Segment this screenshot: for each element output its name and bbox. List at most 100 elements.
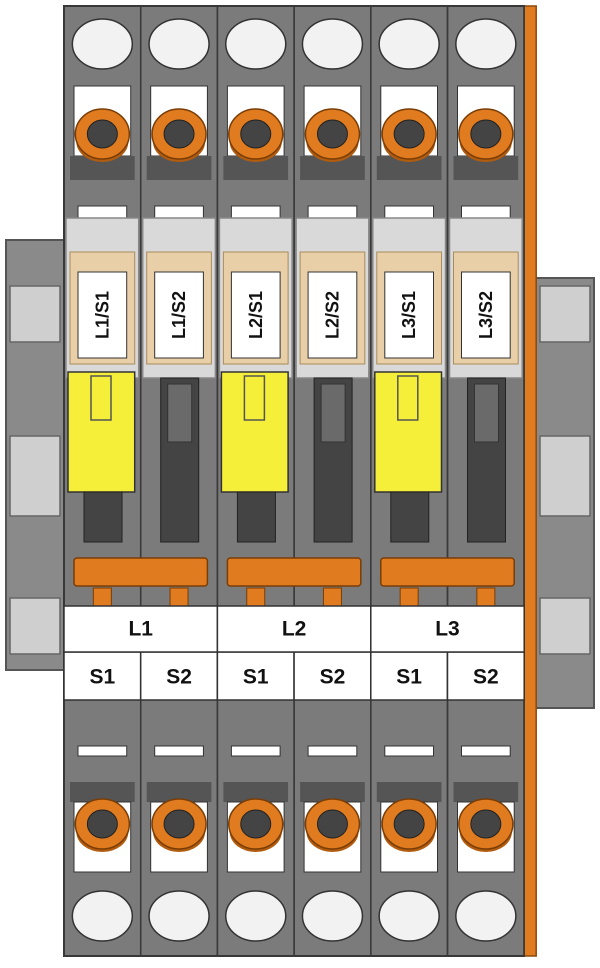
rail-window-left-top: [9, 285, 61, 343]
sub-label-4: S2: [320, 666, 346, 689]
top-probe-opening: [455, 18, 517, 70]
group-label-1: L1: [128, 618, 153, 641]
group-2: L2: [216, 557, 372, 653]
sub-label-2: S2: [166, 666, 192, 689]
end-plate: [523, 5, 537, 957]
bottom-marker-slot: [154, 745, 204, 757]
fuse-label-card: [154, 271, 204, 359]
jumper-bridge: [226, 557, 362, 587]
fuse-indicator-window: [243, 375, 266, 421]
top-marker-slot: [77, 205, 128, 219]
top-marker-slot: [307, 205, 358, 219]
terminal-label-6: L3/S2: [476, 291, 496, 339]
top-probe-opening: [225, 18, 287, 70]
group-label-box: [216, 605, 372, 653]
rail-window-right-mid: [539, 435, 591, 517]
top-screw-socket: [86, 119, 118, 149]
bottom-screw-socket: [163, 809, 195, 839]
group-label-3: L3: [435, 618, 460, 641]
group-label-2: L2: [282, 618, 307, 641]
bottom-screw-socket: [86, 809, 118, 839]
rail-window-left-mid: [9, 435, 61, 517]
fuse-indicator-window: [90, 375, 112, 421]
fuse-cartridge-yellow: [67, 371, 136, 493]
bridge-pin: [322, 587, 342, 607]
group-label-box: [63, 605, 219, 653]
empty-fuse-slot-inner: [320, 383, 346, 443]
rail-window-left-bottom: [9, 597, 61, 655]
fuse-contact: [236, 491, 276, 543]
fuse-contact: [83, 491, 123, 543]
fuse-contact: [390, 491, 430, 543]
jumper-bridge: [380, 557, 515, 587]
fuse-label-card: [307, 271, 358, 359]
top-probe-opening: [378, 18, 440, 70]
top-screw-socket: [163, 119, 195, 149]
group-label-box: [370, 605, 525, 653]
fuse-label-card: [77, 271, 128, 359]
fuse-label-card: [384, 271, 434, 359]
rail-window-right-bottom: [539, 597, 591, 655]
empty-fuse-slot-inner: [474, 383, 499, 443]
top-screw-socket: [240, 119, 272, 149]
bottom-screw-base: [223, 782, 289, 802]
bottom-screw-socket: [316, 809, 348, 839]
bottom-screw-base: [146, 782, 212, 802]
fuse-cartridge-yellow: [220, 371, 289, 493]
terminal-label-2: L1/S2: [169, 291, 189, 339]
rail-window-right-top: [539, 285, 591, 343]
top-screw-socket: [470, 119, 502, 149]
bottom-probe-opening: [71, 890, 134, 942]
fuse-label-card: [230, 271, 281, 359]
top-screw-socket: [316, 119, 348, 149]
jumper-bridge: [73, 557, 209, 587]
bridge-pin: [92, 587, 112, 607]
bottom-marker-slot: [307, 745, 358, 757]
bottom-probe-opening: [225, 890, 287, 942]
sub-label-5: S1: [396, 666, 422, 689]
bottom-marker-slot: [230, 745, 281, 757]
bottom-screw-base: [300, 782, 365, 802]
top-marker-slot: [230, 205, 281, 219]
fuse-cartridge-yellow: [374, 371, 443, 493]
bottom-screw-base: [453, 782, 519, 802]
terminal-label-5: L3/S1: [399, 291, 419, 339]
top-probe-opening: [71, 18, 134, 70]
bottom-probe-opening: [148, 890, 210, 942]
bottom-screw-socket: [470, 809, 502, 839]
top-marker-slot: [461, 205, 511, 219]
bottom-marker-slot: [461, 745, 511, 757]
bottom-probe-opening: [378, 890, 440, 942]
group-1: L1: [63, 557, 219, 653]
empty-fuse-slot-inner: [167, 383, 193, 443]
terminal-label-3: L2/S1: [246, 291, 266, 339]
bridge-pin: [246, 587, 266, 607]
top-marker-slot: [154, 205, 204, 219]
sub-label-1: S1: [90, 666, 116, 689]
group-3: L3: [370, 557, 525, 653]
bottom-probe-opening: [301, 890, 364, 942]
terminal-label-4: L2/S2: [322, 291, 342, 339]
bottom-screw-socket: [240, 809, 272, 839]
sub-label-box: [446, 651, 525, 701]
bottom-marker-slot: [384, 745, 434, 757]
terminal-label-1: L1/S1: [92, 291, 112, 339]
top-probe-opening: [148, 18, 210, 70]
bottom-screw-base: [70, 782, 135, 802]
bottom-screw-socket: [393, 809, 425, 839]
top-probe-opening: [301, 18, 364, 70]
fuse-indicator-window: [397, 375, 419, 421]
top-marker-slot: [384, 205, 434, 219]
bridge-pin: [476, 587, 496, 607]
bridge-pin: [169, 587, 189, 607]
sub-label-box: [370, 651, 449, 701]
bottom-marker-slot: [77, 745, 128, 757]
